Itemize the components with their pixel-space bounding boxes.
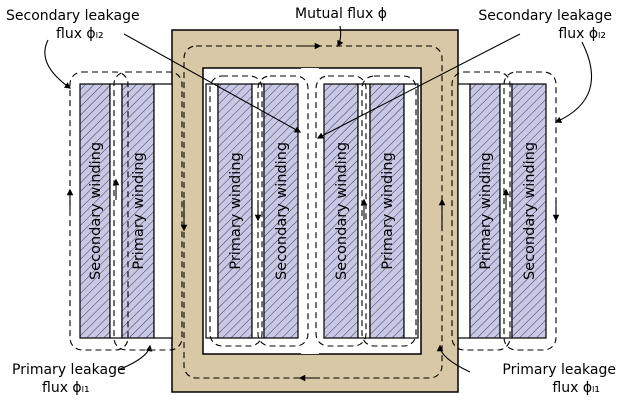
label-secondary-window-right: Secondary winding	[334, 142, 350, 280]
primary-leakage-loop-window-right	[361, 75, 417, 347]
primary-leakage-loop-window-left	[209, 75, 263, 347]
secondary-leakage-loop-left	[69, 71, 129, 351]
inner-gap-left	[153, 83, 173, 339]
pointer-secondary-left-outer	[44, 39, 72, 89]
pointer-secondary-right	[316, 33, 521, 139]
primary-leakage-loop-right	[451, 71, 511, 351]
mutual-flux-path	[180, 42, 446, 382]
primary-leakage-right-line2: flux ϕₗ₁	[552, 380, 600, 396]
right-outer-windings	[457, 83, 547, 339]
left-outer-windings	[79, 83, 173, 339]
primary-winding-right-outer	[469, 83, 501, 339]
secondary-leakage-right-line2: flux ϕₗ₂	[558, 26, 606, 42]
label-primary-window-right: Primary winding	[380, 152, 396, 269]
pointer-secondary-left	[123, 33, 302, 133]
label-primary-right-outer: Primary winding	[478, 152, 494, 269]
pointer-primary-right	[436, 344, 471, 373]
inner-gap-right	[457, 83, 471, 339]
label-primary-left-outer: Primary winding	[131, 152, 147, 269]
pointer-primary-left	[117, 344, 153, 371]
label-secondary-right-outer: Secondary winding	[522, 142, 538, 280]
secondary-leakage-loop-window-right	[315, 75, 367, 347]
mutual-flux-label: Mutual flux ϕ	[295, 6, 387, 22]
primary-leakage-left-line2: flux ϕₗ₁	[42, 380, 90, 396]
core-window-gap	[301, 68, 319, 354]
secondary-leakage-left-line1: Secondary leakage	[6, 8, 140, 24]
primary-winding-window-left	[217, 83, 253, 339]
label-secondary-window-left: Secondary winding	[274, 142, 290, 280]
pointer-mutual-flux	[337, 25, 344, 48]
label-secondary-left-outer: Secondary winding	[88, 142, 104, 280]
gap-window-left	[205, 83, 219, 339]
secondary-winding-right-outer	[511, 83, 547, 339]
secondary-leakage-right-line1: Secondary leakage	[478, 8, 612, 24]
gap-left-outer	[109, 83, 123, 339]
leakage-flux-loops	[66, 71, 560, 351]
pointer-secondary-right-outer	[554, 41, 593, 123]
secondary-leakage-left-line2: flux ϕₗ₂	[56, 26, 104, 42]
label-primary-window-left: Primary winding	[228, 152, 244, 269]
primary-leakage-right-line1: Primary leakage	[502, 362, 616, 378]
secondary-leakage-loop-window-left	[257, 75, 309, 347]
gap-window-right	[403, 83, 419, 339]
pointer-lines	[44, 25, 593, 373]
window-left-windings	[205, 83, 299, 339]
primary-winding-left-outer	[121, 83, 155, 339]
primary-leakage-left-line1: Primary leakage	[12, 362, 126, 378]
winding-labels: Secondary winding Primary winding Primar…	[88, 142, 538, 280]
secondary-winding-window-left	[263, 83, 299, 339]
primary-leakage-loop-left	[113, 71, 183, 351]
